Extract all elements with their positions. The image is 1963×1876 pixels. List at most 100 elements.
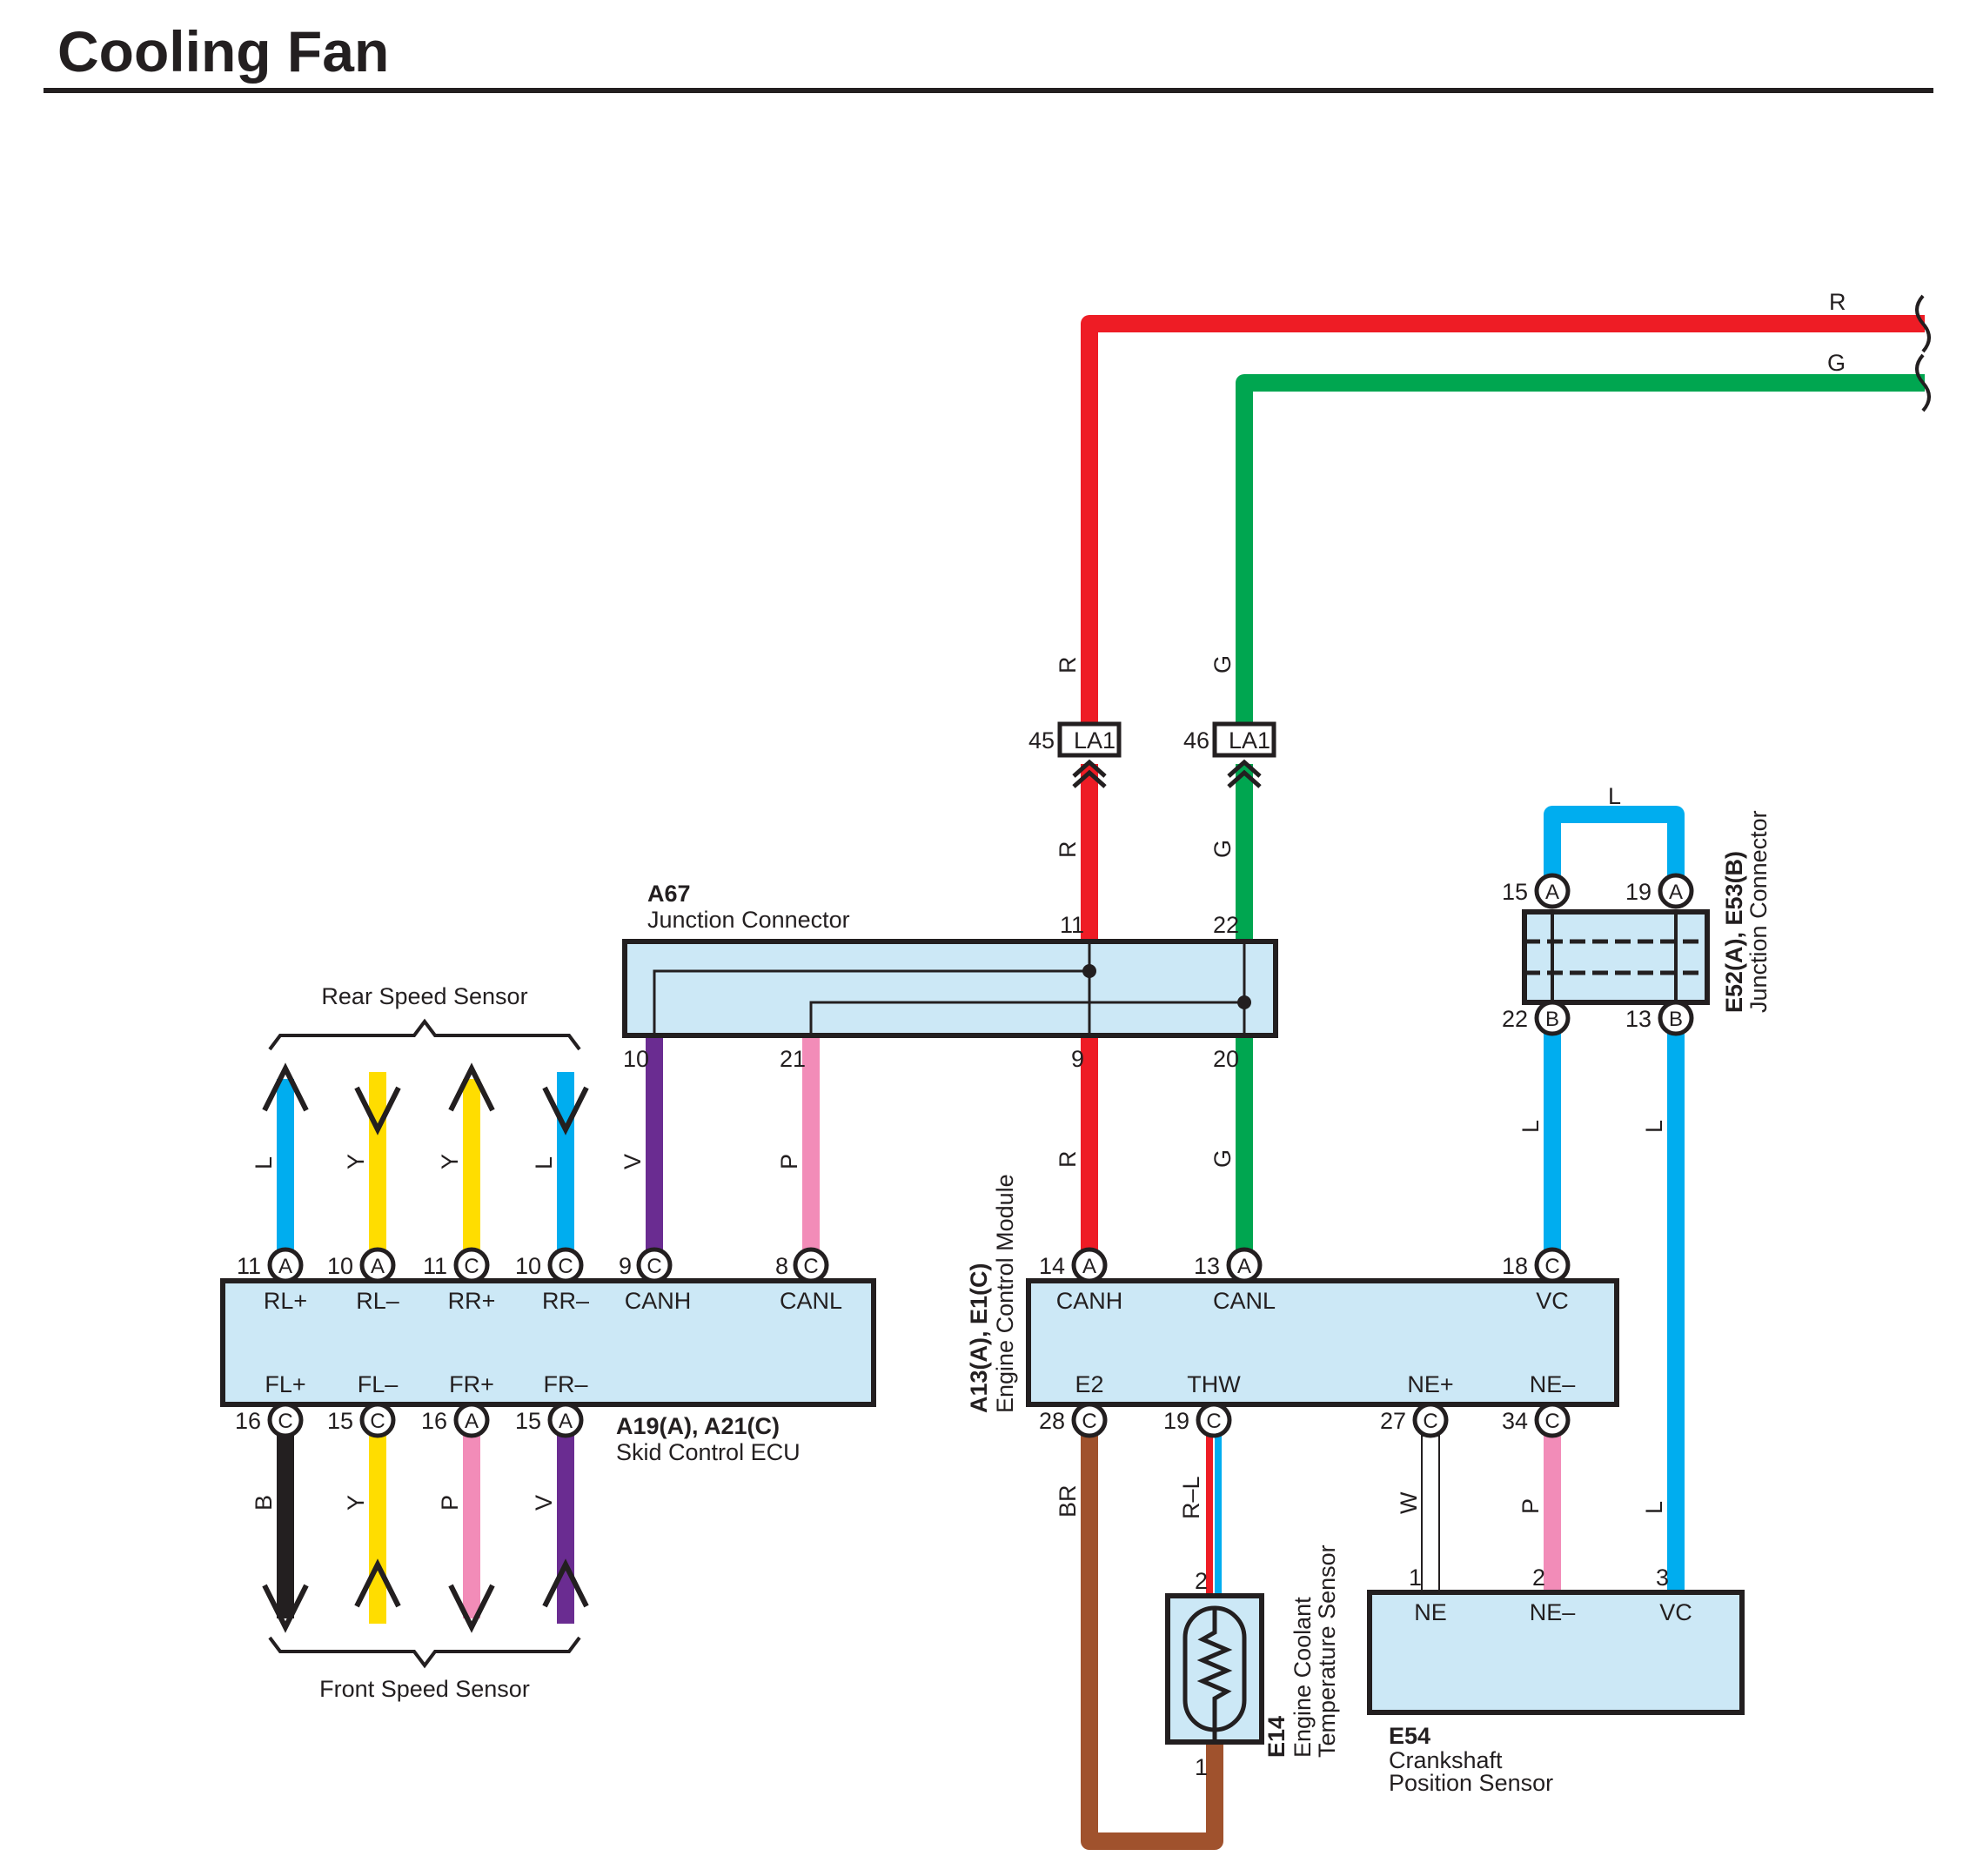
- pin-num-rl-minus: 10: [327, 1253, 353, 1279]
- pin-num-ecm-canh: 14: [1039, 1253, 1065, 1279]
- svg-text:C: C: [1423, 1410, 1437, 1433]
- arrow-fr-plus: [448, 1584, 495, 1633]
- offpage-break-r: [1915, 294, 1931, 353]
- pin-num-skid-canh: 9: [619, 1253, 632, 1279]
- pin-num-a67-22: 22: [1213, 912, 1239, 938]
- pin-num-e14-2: 2: [1195, 1568, 1208, 1594]
- wirelabel-g-upper: G: [1209, 655, 1236, 673]
- terminal-rl-plus: RL+: [264, 1288, 307, 1314]
- e54-crankshaft-sensor-box: [1367, 1590, 1745, 1715]
- e14-code: E14: [1263, 1716, 1290, 1758]
- arrow-rr-plus: [448, 1062, 495, 1112]
- pin-num-e14-1: 1: [1195, 1754, 1208, 1780]
- wirelabel-e2: BR: [1055, 1484, 1081, 1518]
- e54-name-1: Crankshaft: [1389, 1747, 1503, 1773]
- la1-label-r: LA1: [1074, 727, 1115, 754]
- wirelabel-canl: P: [776, 1154, 802, 1169]
- la1-pin-g: 46: [1183, 727, 1209, 754]
- terminal-ecm-ne-plus: NE+: [1407, 1371, 1453, 1397]
- wirelabel-l-right: L: [1641, 1120, 1667, 1133]
- svg-text:A: A: [278, 1255, 292, 1278]
- wire-ne-plus-w: [1421, 1435, 1440, 1593]
- pin-num-ecm-thw: 19: [1163, 1408, 1189, 1434]
- offpage-break-g: [1915, 353, 1931, 412]
- terminal-fl-minus: FL–: [358, 1371, 399, 1397]
- pin-num-fl-minus: 15: [327, 1408, 353, 1434]
- pin-circle-e52-15: A: [1534, 873, 1571, 909]
- wirelabel-r-upper: R: [1055, 657, 1081, 674]
- svg-text:C: C: [370, 1410, 385, 1433]
- terminal-fl-plus: FL+: [265, 1371, 305, 1397]
- pin-num-e52-15: 15: [1502, 879, 1528, 905]
- pin-circle-ecm-canh: A: [1071, 1247, 1108, 1283]
- pin-circle-ecm-ne-plus: C: [1412, 1402, 1449, 1438]
- svg-text:C: C: [803, 1255, 818, 1278]
- pin-circle-ecm-ne-minus: C: [1534, 1402, 1571, 1438]
- pin-circle-fr-plus: A: [453, 1402, 490, 1438]
- svg-text:C: C: [1544, 1255, 1559, 1278]
- terminal-fr-plus: FR+: [449, 1371, 494, 1397]
- pin-num-e54-2: 2: [1532, 1564, 1545, 1591]
- svg-text:C: C: [647, 1255, 661, 1278]
- e14-resistor-icon: [1196, 1608, 1233, 1730]
- pin-circle-rl-minus: A: [359, 1247, 396, 1283]
- pin-num-fl-plus: 16: [235, 1408, 261, 1434]
- svg-text:B: B: [1669, 1008, 1683, 1031]
- terminal-ecm-canl: CANL: [1213, 1288, 1276, 1314]
- svg-text:C: C: [278, 1410, 292, 1433]
- pin-num-ecm-vc: 18: [1502, 1253, 1528, 1279]
- wirelabel-ne-minus: P: [1517, 1498, 1544, 1514]
- svg-text:C: C: [1544, 1410, 1559, 1433]
- wirelabel-l-left: L: [1517, 1120, 1544, 1133]
- svg-text:A: A: [465, 1410, 479, 1433]
- arrow-fl-minus: [354, 1558, 401, 1608]
- svg-text:C: C: [558, 1255, 573, 1278]
- pin-circle-ecm-e2: C: [1071, 1402, 1108, 1438]
- a67-splice-g: [1237, 995, 1251, 1009]
- svg-text:A: A: [1669, 881, 1683, 904]
- pin-num-rr-plus: 11: [423, 1253, 447, 1279]
- pin-num-rr-minus: 10: [515, 1253, 541, 1279]
- pin-circle-rr-minus: C: [547, 1247, 584, 1283]
- terminal-rr-plus: RR+: [448, 1288, 496, 1314]
- arrow-rl-plus: [262, 1062, 309, 1112]
- bracket-rear-speed-sensor: [268, 1018, 581, 1051]
- pin-circle-skid-canh: C: [636, 1247, 673, 1283]
- wirelabel-rr-plus: Y: [437, 1154, 463, 1169]
- wirelabel-r-mid: R: [1055, 841, 1081, 859]
- arrow-fr-minus: [542, 1558, 589, 1608]
- terminal-ecm-e2: E2: [1075, 1371, 1103, 1397]
- skid-control-ecu-box: [220, 1278, 876, 1407]
- wirelabel-fl-plus: B: [251, 1495, 277, 1511]
- page-title: Cooling Fan: [57, 19, 389, 84]
- a67-internal-trace-2: [809, 941, 1246, 1035]
- jc-e52-name: Junction Connector: [1745, 810, 1772, 1013]
- pin-num-a67-11: 11: [1060, 912, 1084, 938]
- arrow-rr-minus: [542, 1086, 589, 1136]
- front-speed-sensor-label: Front Speed Sensor: [319, 1676, 530, 1702]
- wirelabel-g-mid: G: [1209, 840, 1236, 858]
- pin-num-e52-19: 19: [1625, 879, 1651, 905]
- wire-g-upper: [1236, 374, 1925, 724]
- svg-text:A: A: [1082, 1255, 1096, 1278]
- terminal-e54-vc: VC: [1659, 1599, 1692, 1625]
- pin-num-a67-20: 20: [1213, 1046, 1239, 1072]
- terminal-skid-canl: CANL: [780, 1288, 842, 1314]
- wirelabel-rl-plus: L: [251, 1156, 277, 1169]
- pin-num-e54-3: 3: [1656, 1564, 1669, 1591]
- ecm-name: Engine Control Module: [992, 1174, 1018, 1413]
- e14-name-1: Engine Coolant: [1290, 1597, 1316, 1758]
- wirelabel-thw: R–L: [1178, 1476, 1204, 1519]
- a67-junction-connector-box: [622, 939, 1278, 1038]
- pin-circle-rl-plus: A: [267, 1247, 304, 1283]
- terminal-e54-ne: NE: [1414, 1599, 1447, 1625]
- pin-num-rl-plus: 11: [237, 1253, 261, 1279]
- e54-name-2: Position Sensor: [1389, 1770, 1553, 1796]
- svg-text:A: A: [559, 1410, 573, 1433]
- pin-circle-ecm-canl: A: [1226, 1247, 1263, 1283]
- pin-num-ecm-e2: 28: [1039, 1408, 1065, 1434]
- rear-speed-sensor-label: Rear Speed Sensor: [321, 983, 527, 1009]
- la1-connector-r: [1057, 721, 1122, 788]
- pin-num-e54-1: 1: [1409, 1564, 1422, 1591]
